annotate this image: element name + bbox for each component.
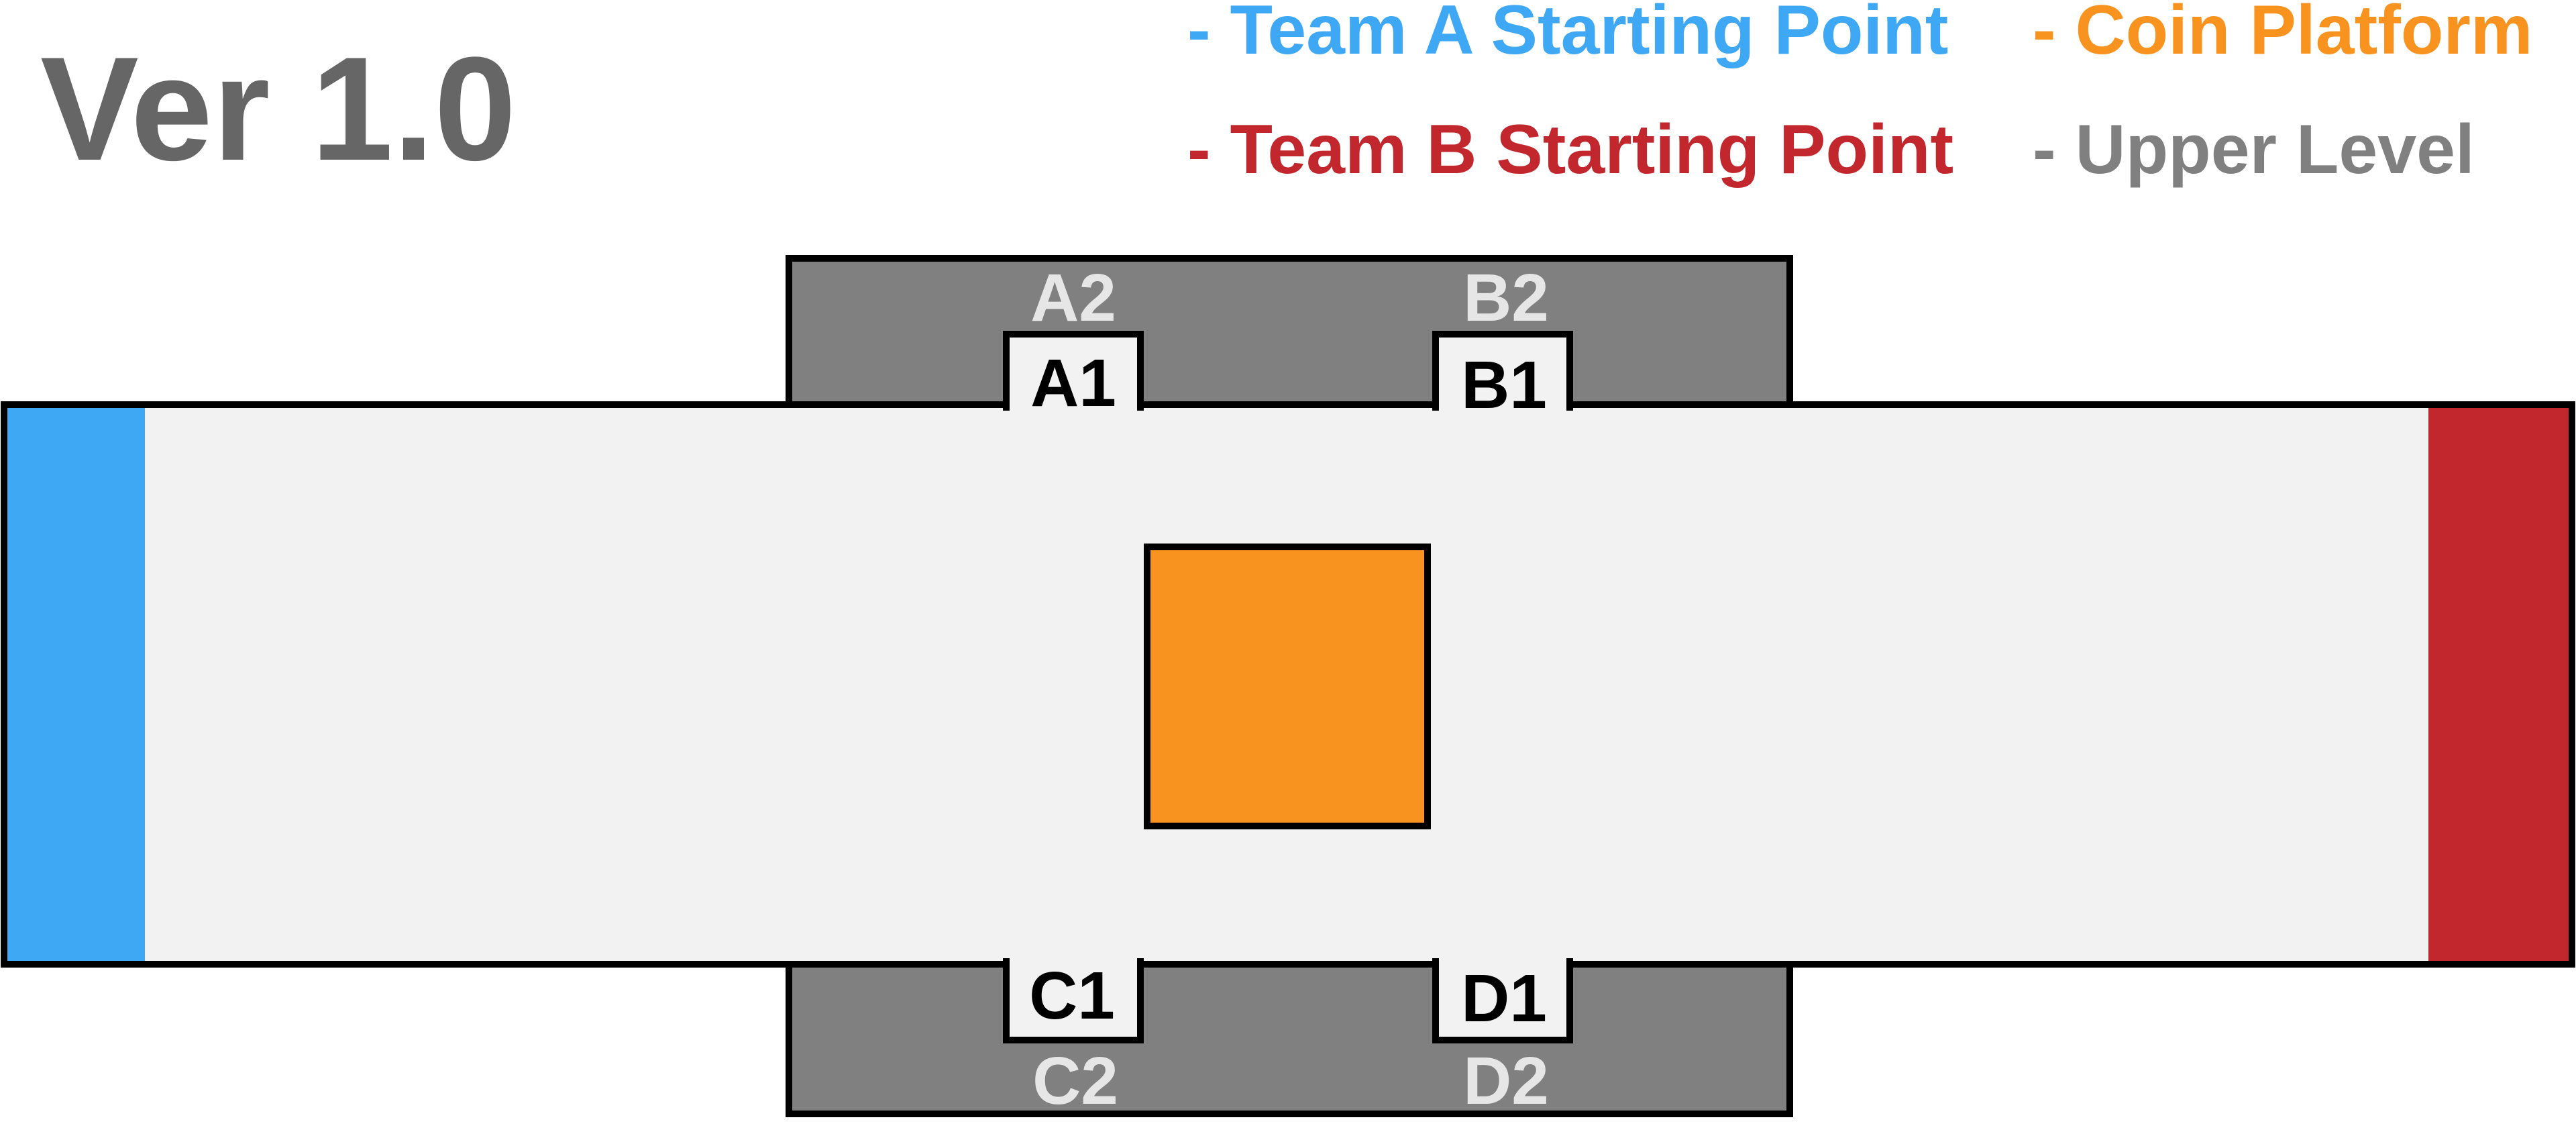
team-b-start-zone — [2428, 408, 2569, 961]
zone-label-b2: B2 — [1463, 260, 1549, 336]
zone-label-a2: A2 — [1030, 260, 1116, 336]
team-a-start-zone — [7, 408, 145, 961]
zone-label-c2: C2 — [1032, 1043, 1118, 1119]
version-title: Ver 1.0 — [40, 26, 517, 191]
zone-label-c1: C1 — [1029, 958, 1115, 1033]
legend-team-b: - Team B Starting Point — [1187, 111, 1953, 189]
zone-label-d2: D2 — [1463, 1043, 1549, 1119]
notch-c1 — [1003, 958, 1144, 1043]
zone-label-d1: D1 — [1461, 961, 1547, 1036]
notch-b1 — [1432, 331, 1573, 411]
upper-level-bottom — [786, 956, 1793, 1117]
legend-upper: - Upper Level — [2033, 111, 2475, 189]
zone-label-b1: B1 — [1461, 348, 1547, 423]
coin-platform — [1144, 544, 1431, 829]
zone-label-a1: A1 — [1030, 346, 1116, 421]
legend: - Team A Starting Point - Team B Startin… — [1187, 0, 2532, 189]
notch-d1 — [1432, 958, 1573, 1043]
upper-level-top — [786, 255, 1793, 413]
legend-team-a: - Team A Starting Point — [1187, 0, 1948, 69]
notch-a1 — [1003, 331, 1144, 411]
legend-coin: - Coin Platform — [2033, 0, 2532, 69]
